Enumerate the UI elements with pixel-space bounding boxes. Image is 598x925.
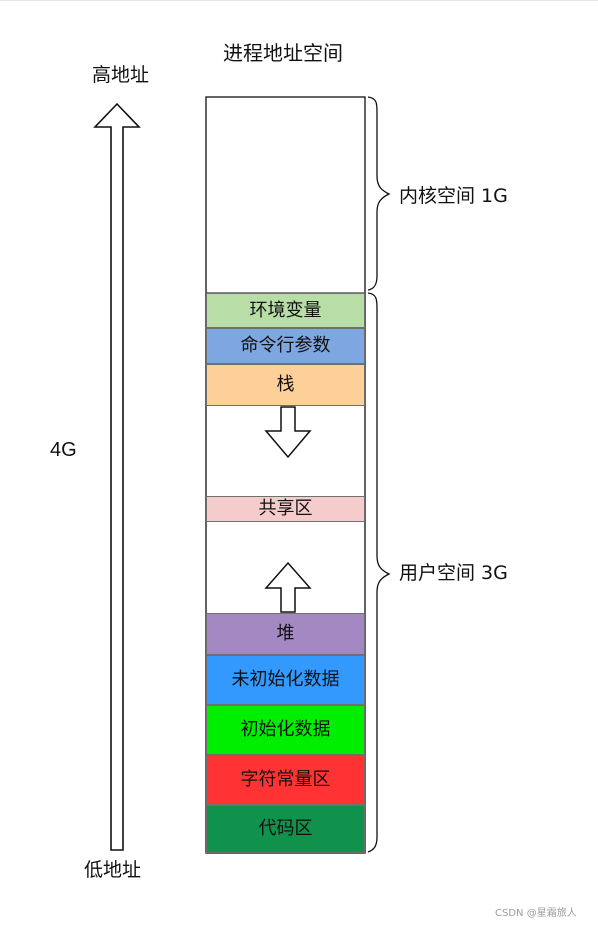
stack-segment: 栈 [206,364,365,406]
stack-growth-down-arrow [264,406,312,459]
bss-label: 未初始化数据 [231,669,340,690]
kernel-space-label: 内核空间 1G [399,185,508,207]
high-address-label: 高地址 [92,64,150,86]
environment-variables-label: 环境变量 [249,299,322,321]
shared-area-label: 共享区 [258,498,313,519]
user-space-label: 用户空间 3G [399,562,508,584]
text-label: 代码区 [258,818,313,839]
low-address-label: 低地址 [84,859,142,881]
data-label: 初始化数据 [240,719,331,740]
data-segment: 初始化数据 [206,705,365,755]
bss-segment: 未初始化数据 [206,655,365,705]
address-direction-up-arrow [93,102,141,851]
heap-label: 堆 [276,623,295,644]
environment-variables-segment: 环境变量 [206,293,365,328]
heap-growth-up-arrow [264,561,312,613]
page-top-divider [0,0,598,1]
heap-segment: 堆 [206,613,365,655]
text-segment: 代码区 [206,805,365,853]
shared-area-segment: 共享区 [206,496,365,522]
total-address-size-label: 4G [50,439,77,461]
diagram-title: 进程地址空间 [223,41,343,65]
command-line-args-segment: 命令行参数 [206,328,365,364]
kernel-space-brace [367,96,391,291]
user-space-brace [367,292,391,853]
watermark: CSDN @星霜旅人 [495,908,577,919]
command-line-args-label: 命令行参数 [240,335,331,356]
rodata-label: 字符常量区 [240,769,331,790]
stack-label: 栈 [276,374,295,395]
rodata-segment: 字符常量区 [206,755,365,805]
